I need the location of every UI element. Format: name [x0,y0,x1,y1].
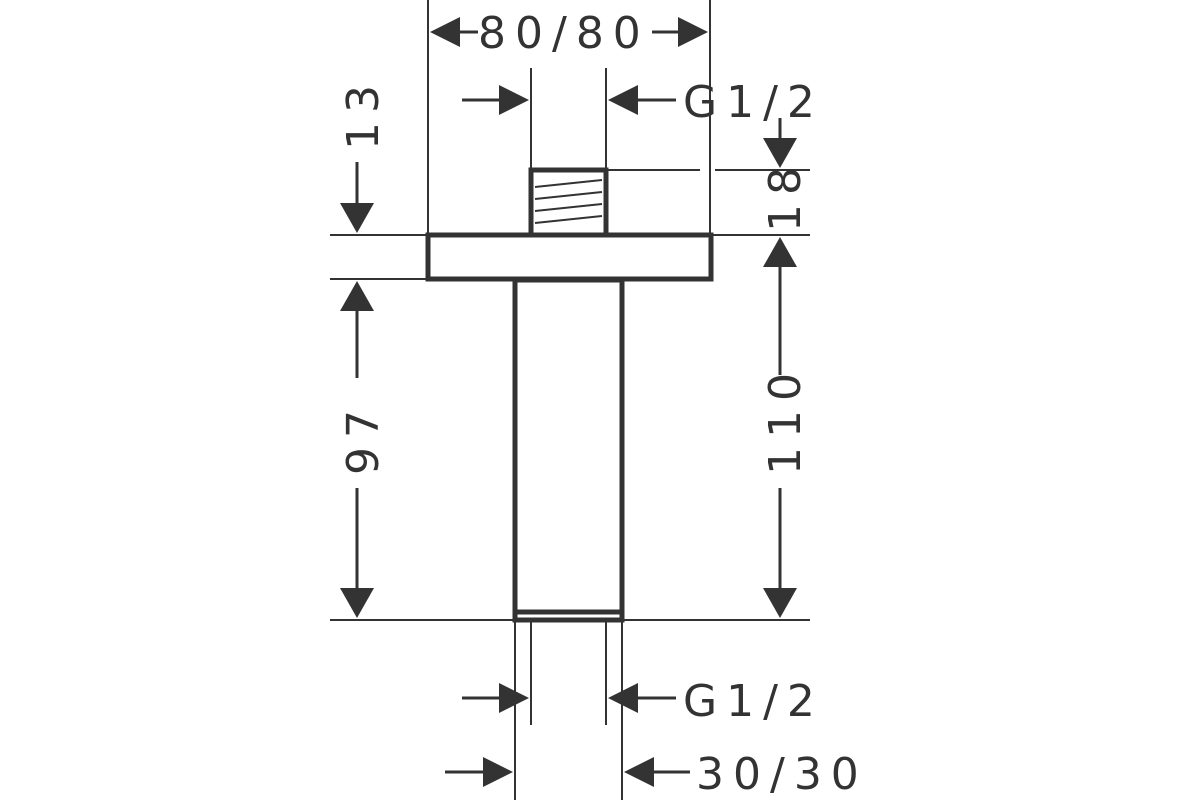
dimension-pipe-width: 30/30 [445,749,868,800]
ceiling-connector [425,167,714,623]
dimension-total-height: 110 [760,237,811,618]
label-top-thread: G1/2 [683,77,824,128]
threaded-nipple [528,167,609,238]
label-flange-width: 80/80 [478,8,650,59]
label-pipe-length: 97 [338,401,389,475]
dimension-thread-length: 18 [760,118,811,232]
dimension-top-thread: G1/2 [462,77,824,128]
dimension-bottom-thread: G1/2 [462,676,824,727]
label-total-height: 110 [760,364,811,475]
label-bottom-thread: G1/2 [683,676,824,727]
dimension-flange-width: 80/80 [430,8,708,59]
label-top-offset: 13 [338,76,389,150]
extension-lines [427,0,711,800]
label-pipe-width: 30/30 [696,749,868,800]
bottom-thread-end [512,609,625,623]
flange [425,232,714,282]
dimension-top-offset: 13 [338,76,389,233]
dimension-pipe-length: 97 [338,281,389,618]
pipe [512,277,625,615]
thread-lines [534,179,603,224]
label-thread-length: 18 [760,158,811,232]
